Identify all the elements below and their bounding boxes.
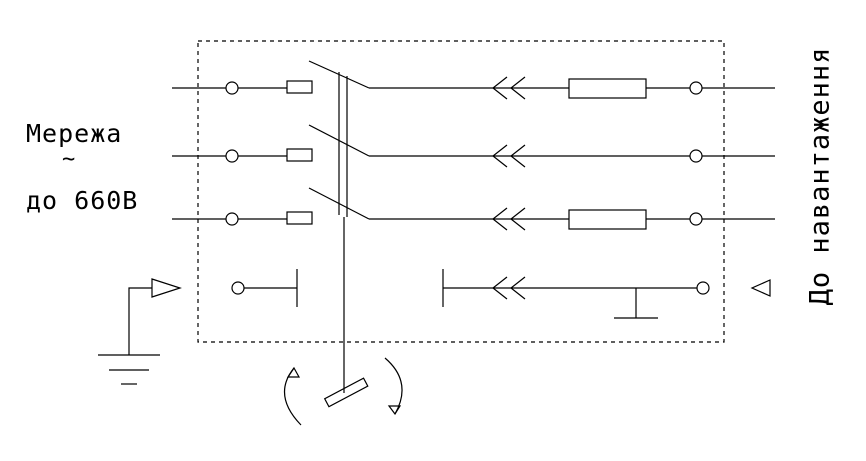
output-terminal-2 [689, 149, 703, 163]
voltage-label: до 660В [26, 186, 139, 215]
fixed-contact-3 [286, 211, 313, 225]
rotation-arrow-right [387, 405, 402, 416]
rotation-arrow-left [286, 366, 301, 378]
output-terminal-1 [689, 81, 703, 95]
network-label: Мережа [26, 119, 123, 148]
load-label: До навантаження [804, 46, 836, 306]
ground-conductor-row [231, 269, 710, 319]
ground-input-terminal [231, 281, 245, 295]
load-earth-arrow [750, 279, 771, 297]
rotation-arc-right [384, 357, 403, 415]
switch-shaft [338, 72, 348, 393]
output-terminal-3 [689, 212, 703, 226]
handle-lever [323, 377, 369, 408]
switch-enclosure [197, 40, 725, 343]
plug-connector-1 [492, 76, 508, 100]
ground-output-terminal [696, 281, 710, 295]
phase-line-3 [172, 187, 775, 231]
plug-connector-3 [492, 207, 508, 231]
input-terminal-2 [225, 149, 239, 163]
phase-line-2 [172, 124, 775, 168]
plug-connector-2 [492, 144, 508, 168]
input-terminal-3 [225, 212, 239, 226]
fuse-1 [568, 78, 647, 99]
ground-plug-connector [492, 276, 508, 300]
fuse-3 [568, 209, 647, 230]
rotary-handle [283, 357, 403, 426]
input-terminal-1 [225, 81, 239, 95]
fixed-contact-2 [286, 148, 313, 162]
earth-arrow [151, 278, 182, 298]
ac-symbol-label: ~ [62, 147, 77, 172]
phase-line-1 [172, 60, 775, 100]
fixed-contact-1 [286, 80, 313, 94]
earth-symbol [98, 278, 182, 385]
